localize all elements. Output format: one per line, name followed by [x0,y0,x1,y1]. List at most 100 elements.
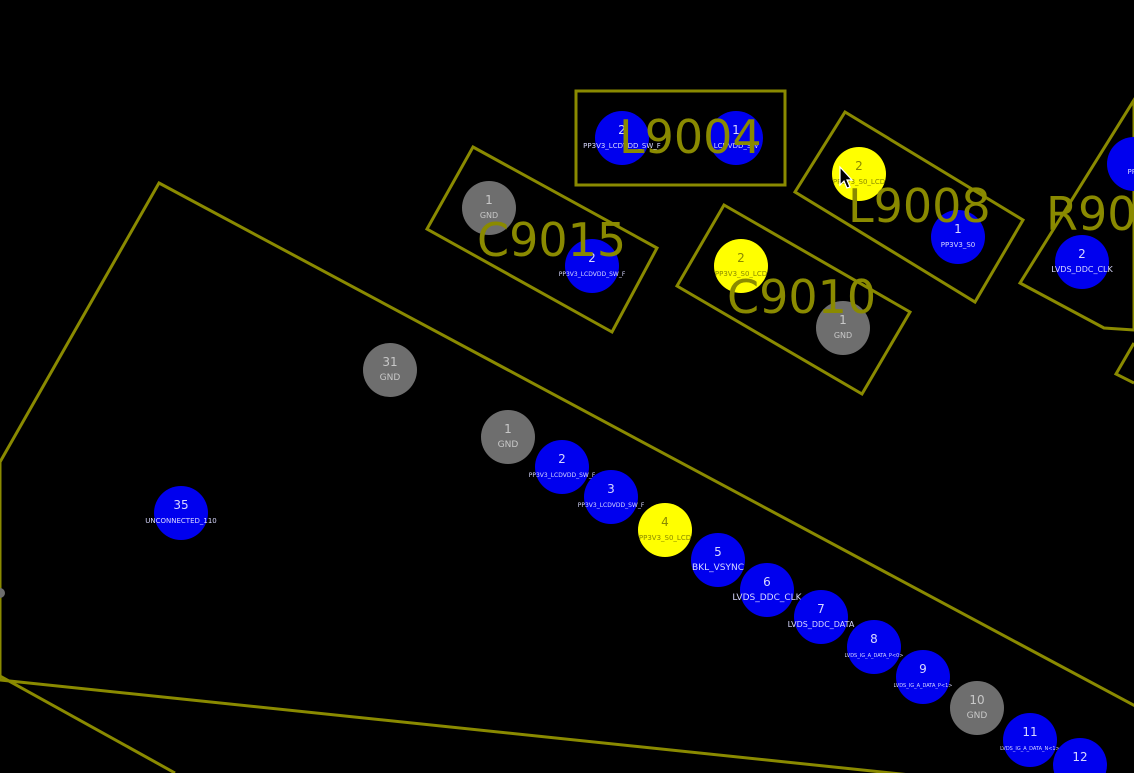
pad-net-name: PP3V3_S0_LCD [833,178,885,186]
pad-circle[interactable] [638,503,692,557]
pad-number: 11 [1022,725,1037,739]
pad-net-name: PP3V3_S0_LCD [639,534,691,542]
pad-circle[interactable] [816,301,870,355]
pad-circle[interactable] [535,440,589,494]
pad-circle[interactable] [1107,137,1134,191]
pad-number: 4 [661,515,669,529]
pad-net-name: LVDS_DDC_DATA [788,620,855,629]
c9015-outline [424,144,660,335]
pad-12-net[interactable]: 12 [1053,738,1107,773]
pad-number: 7 [817,602,825,616]
pad-net-name: PP3V3_S0_LCD [715,270,767,278]
l9004-outline [574,89,787,187]
pad-net-name: LVDS_IG_A_DATA_P<1> [894,683,953,689]
refdes-l9004[interactable]: L9004 [619,110,762,164]
pad-circle[interactable] [584,470,638,524]
pad-net-name: GND [834,331,852,340]
pad-x-pp3[interactable]: PP3 [1107,137,1134,191]
pad-circle[interactable] [740,563,794,617]
pad-number: 1 [504,422,512,436]
refdes-c9010[interactable]: C9010 [727,270,876,324]
refdes-r900[interactable]: R900 [1046,187,1134,241]
pad-number: 2 [737,251,745,265]
pad-circle[interactable] [714,239,768,293]
pad-net-name: GND [480,211,498,220]
pad-circle[interactable] [462,181,516,235]
refdes-l9008[interactable]: L9008 [848,179,991,233]
pad-circle[interactable] [565,239,619,293]
pad-partial-left [0,588,5,598]
pad-circle[interactable] [1053,738,1107,773]
pad-circle[interactable] [847,620,901,674]
connector-outline-lower-edge [0,674,176,773]
pad-number: 1 [732,123,740,137]
pad-circle[interactable] [931,210,985,264]
pad-net-name: LVDS_DDC_CLK [732,593,802,603]
r900-outline [1017,97,1134,332]
pad-circle[interactable] [950,681,1004,735]
pad-net-name: PP3V3_LCDVDD_SW_F [583,142,661,150]
pad-circle[interactable] [794,590,848,644]
pad-number: 31 [382,355,397,369]
pad-number: 1 [954,222,962,236]
pad-circle[interactable] [481,410,535,464]
connector-outline [0,180,1134,773]
pad-circle[interactable] [896,650,950,704]
pad-number: 5 [714,545,722,559]
pad-circle[interactable] [154,486,208,540]
pad-number: 1 [485,193,493,207]
pad-net-name: LCDVDD_SW [714,142,759,150]
pad-number: 8 [870,632,878,646]
pad-net-name: PP3 [1128,168,1134,176]
partial-outline-right [1113,342,1134,385]
pad-number: 10 [969,693,984,707]
pad-circle[interactable] [832,147,886,201]
pad-circle[interactable] [363,343,417,397]
pad-circle[interactable] [691,533,745,587]
pad-circle[interactable] [709,111,763,165]
pad-circle[interactable] [595,111,649,165]
pad-number: 1 [839,313,847,327]
pad-circle[interactable] [1003,713,1057,767]
refdes-c9015[interactable]: C9015 [477,213,626,267]
pad-number: 3 [607,482,615,496]
pad-number: 2 [1078,247,1086,261]
pad-number: 2 [855,159,863,173]
l9008-outline [792,109,1026,305]
pad-circle[interactable] [1055,235,1109,289]
pad-net-name: BKL_VSYNC [692,563,744,573]
pad-net-name: PP3V3_LCDVDD_SW_F [529,472,596,479]
pad-number: 12 [1072,750,1087,764]
mouse-cursor-icon [839,165,854,189]
c9010-outline [674,202,913,397]
pad-number: 2 [558,452,566,466]
pad-number: 2 [618,123,626,137]
pad-net-name: UNCONNECTED_110 [145,517,217,525]
pad-number: 9 [919,662,927,676]
pad-number: 6 [763,575,771,589]
